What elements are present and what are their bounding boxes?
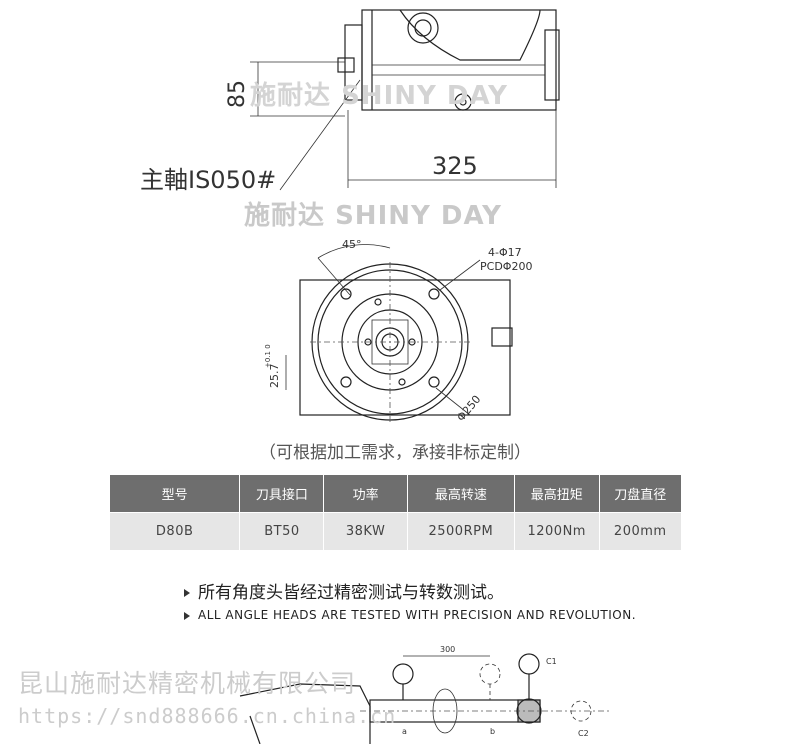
cell-disc-diameter: 200mm bbox=[599, 512, 681, 550]
label-b: b bbox=[490, 727, 495, 736]
pcd-label: PCDΦ200 bbox=[480, 260, 532, 273]
watermark-url: https://snd888666.cn.china.cn bbox=[18, 704, 397, 728]
custom-caption: （可根据加工需求，承接非标定制） bbox=[259, 443, 531, 463]
table-row: D80B BT50 38KW 2500RPM 1200Nm 200mm bbox=[110, 512, 681, 550]
note-chinese: 所有角度头皆经过精密测试与转数测试。 bbox=[184, 578, 504, 603]
note-english-text: ALL ANGLE HEADS ARE TESTED WITH PRECISIO… bbox=[198, 608, 637, 622]
header-model: 型号 bbox=[110, 475, 241, 513]
side-drawing: 45° 4-Φ17 PCDΦ200 25.7 +0.1 0 Φ250 bbox=[0, 230, 790, 430]
cell-max-torque: 1200Nm bbox=[514, 512, 600, 550]
triangle-bullet-icon bbox=[184, 611, 190, 620]
cell-power: 38KW bbox=[323, 512, 408, 550]
triangle-bullet-icon bbox=[184, 589, 190, 597]
dimension-300: 300 bbox=[440, 645, 455, 654]
cell-tool-interface: BT50 bbox=[239, 512, 325, 550]
header-max-torque: 最高扭矩 bbox=[514, 475, 600, 513]
label-c2: C2 bbox=[578, 729, 589, 738]
note-chinese-text: 所有角度头皆经过精密测试与转数测试。 bbox=[198, 583, 504, 603]
label-c1: C1 bbox=[546, 657, 557, 666]
angle-label: 45° bbox=[342, 238, 362, 251]
header-power: 功率 bbox=[323, 475, 408, 513]
bottom-drawing: 300 C1 C2 a b bbox=[0, 636, 790, 744]
cell-max-speed: 2500RPM bbox=[407, 512, 515, 550]
spec-table-header: 型号 刀具接口 功率 最高转速 最高扭矩 刀盘直径 bbox=[110, 475, 681, 513]
label-a: a bbox=[402, 727, 407, 736]
header-disc-diameter: 刀盘直径 bbox=[599, 475, 681, 513]
dimension-325: 325 bbox=[432, 152, 478, 180]
dimension-85: 85 bbox=[225, 80, 250, 108]
diameter-label: Φ250 bbox=[454, 393, 483, 424]
spindle-label: 主軸IS050# bbox=[140, 166, 276, 194]
bottom-drawing-svg: 300 C1 C2 a b bbox=[239, 645, 610, 744]
side-drawing-svg: 45° 4-Φ17 PCDΦ200 25.7 +0.1 0 Φ250 bbox=[264, 238, 532, 424]
watermark-logo-top: 施耐达 SHINY DAY bbox=[244, 201, 502, 231]
key-label: 25.7 bbox=[268, 364, 281, 389]
cell-model: D80B bbox=[110, 512, 241, 550]
spec-table: 型号 刀具接口 功率 最高转速 最高扭矩 刀盘直径 D80B BT50 38KW… bbox=[110, 475, 681, 550]
header-tool-interface: 刀具接口 bbox=[239, 475, 325, 513]
note-english: ALL ANGLE HEADS ARE TESTED WITH PRECISIO… bbox=[184, 608, 636, 622]
key-tolerance: +0.1 0 bbox=[264, 344, 272, 368]
watermark-logo-center: 施耐达 SHINY DAY bbox=[250, 81, 508, 111]
top-drawing: 85 325 主軸IS050# 施耐达 SHINY DAY 施耐达 SHINY … bbox=[0, 0, 790, 231]
header-max-speed: 最高转速 bbox=[407, 475, 515, 513]
top-drawing-svg: 85 325 主軸IS050# bbox=[140, 9, 560, 194]
watermark-company: 昆山施耐达精密机械有限公司 bbox=[18, 669, 357, 698]
holes-label: 4-Φ17 bbox=[488, 246, 522, 259]
